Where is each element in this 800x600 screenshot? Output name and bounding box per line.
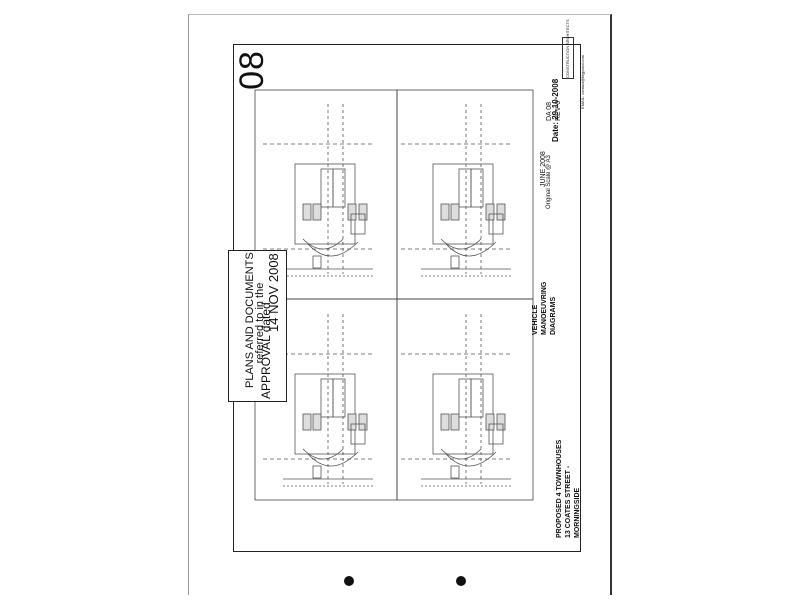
sheet-number: 08 <box>233 50 271 90</box>
vehicle-manoeuvring-plan-grid <box>254 89 534 501</box>
scanned-page-edge <box>188 14 612 595</box>
project-line3: MORNINGSIDE <box>574 487 581 538</box>
revision: REV 0 <box>555 100 562 121</box>
stamp-date: 14 NOV 2008 <box>266 253 281 332</box>
scale-note: Original Scale @ A3 <box>546 155 552 209</box>
architect-email: EMAIL: contact@bigpond.com <box>580 54 585 109</box>
architect-logo: CONSTRUCTION ARCHITECTS <box>562 19 574 79</box>
punch-hole <box>456 576 466 586</box>
punch-hole <box>344 576 354 586</box>
approval-stamp: PLANS AND DOCUMENTS referred to in the A… <box>228 250 287 402</box>
drawing-title-line3: DIAGRAMS <box>550 296 557 335</box>
